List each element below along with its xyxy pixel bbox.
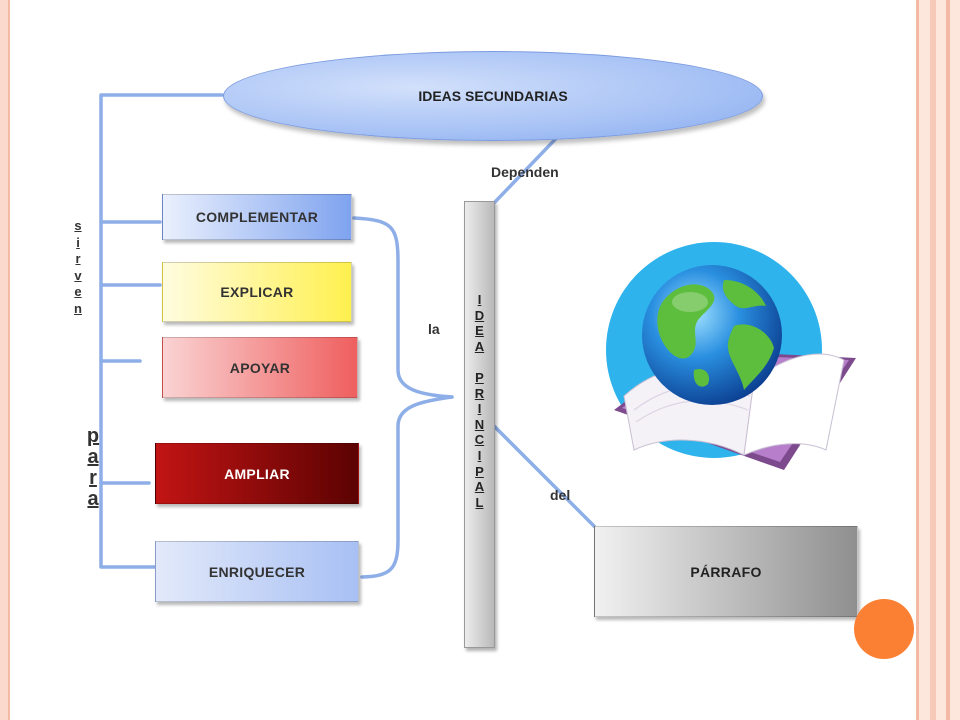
letter: R: [474, 385, 485, 401]
letter: L: [475, 494, 484, 510]
slide-border-stripe: [930, 0, 936, 720]
letter: p: [86, 425, 100, 447]
connector-spine: [99, 93, 224, 569]
idea-principal-bar: [464, 201, 495, 648]
enriquecer-box: ENRIQUECER: [155, 541, 359, 602]
letter: A: [474, 338, 485, 354]
letter: I: [477, 292, 482, 307]
letter: E: [475, 323, 484, 339]
slide-border-stripe: [946, 0, 950, 720]
ampliar-box: AMPLIAR: [155, 443, 359, 504]
connector-del: [492, 424, 597, 529]
sirven-label: s i r v e n: [68, 218, 88, 317]
brace-upper: [352, 216, 454, 399]
para-label: p a r a: [80, 426, 106, 510]
letter: a: [87, 446, 99, 468]
dependen-label: Dependen: [491, 164, 559, 180]
letter: v: [74, 267, 82, 283]
letter: n: [74, 300, 82, 316]
letter: a: [87, 488, 99, 510]
letter: N: [474, 416, 485, 432]
apoyar-label: APOYAR: [229, 359, 291, 376]
apoyar-box: APOYAR: [162, 337, 358, 398]
letter: s: [74, 218, 82, 233]
slide-border-stripe: [916, 0, 919, 720]
letter: D: [474, 307, 485, 323]
slide-border-left: [0, 0, 8, 720]
parrafo-label: PÁRRAFO: [690, 563, 762, 580]
letter: P: [475, 463, 484, 479]
parrafo-box: PÁRRAFO: [594, 526, 858, 617]
ampliar-label: AMPLIAR: [224, 465, 290, 482]
complementar-label: COMPLEMENTAR: [195, 209, 319, 225]
complementar-box: COMPLEMENTAR: [162, 194, 352, 240]
orange-accent-circle: [854, 599, 914, 659]
explicar-label: EXPLICAR: [220, 284, 294, 300]
explicar-box: EXPLICAR: [162, 262, 352, 322]
idea-principal-label: I D E A P R I N C I P A L: [464, 292, 495, 510]
enriquecer-label: ENRIQUECER: [208, 563, 306, 580]
letter: I: [477, 401, 482, 417]
brace-lower: [360, 395, 454, 579]
letter: P: [475, 369, 484, 385]
slide-border-right: [916, 0, 960, 720]
la-label: la: [428, 321, 440, 337]
letter: A: [474, 479, 485, 495]
ideas-secundarias-label: IDEAS SECUNDARIAS: [418, 88, 568, 104]
letter-gap: [464, 354, 495, 370]
letter: r: [75, 251, 81, 266]
slide-border-left-line: [8, 0, 10, 720]
letter: i: [76, 234, 80, 250]
letter: C: [474, 432, 485, 448]
letter: e: [74, 284, 82, 299]
del-label: del: [550, 487, 571, 503]
ideas-secundarias-ellipse: IDEAS SECUNDARIAS: [223, 51, 763, 141]
letter: r: [89, 467, 97, 489]
globe-on-book-icon: [606, 242, 856, 470]
letter: I: [477, 447, 482, 463]
